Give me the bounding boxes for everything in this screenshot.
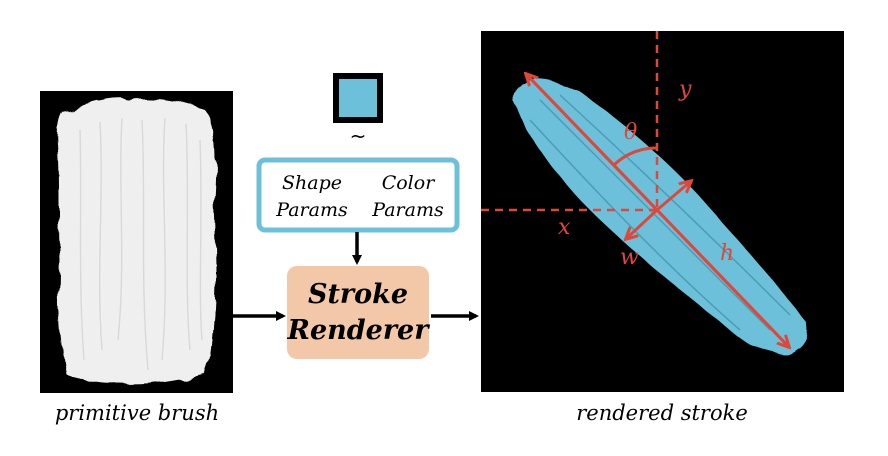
brush-texture [57, 98, 217, 385]
shape-params-line1: Shape [282, 172, 342, 194]
params-box [256, 157, 460, 233]
width-arrow-up [656, 182, 690, 212]
theta-arc [612, 146, 658, 167]
color-swatch [333, 73, 383, 123]
rendered-stroke-panel: y θ x w h [481, 31, 844, 392]
shape-params-line2: Params [275, 199, 348, 221]
brush-streaks [79, 117, 203, 371]
stroke-streaks [529, 94, 791, 331]
renderer-label-line1: Stroke [308, 279, 408, 310]
width-arrow-down [627, 208, 659, 238]
param-theta-label: θ [624, 120, 637, 145]
primitive-brush-panel [40, 91, 233, 393]
primitive-brush-caption: primitive brush [55, 401, 219, 425]
param-x-label: x [558, 215, 571, 240]
renderer-label-line2: Renderer [287, 315, 431, 346]
sample-tilde: ~ [350, 124, 367, 148]
rendered-stroke-caption: rendered stroke [576, 401, 748, 425]
param-w-label: w [620, 245, 639, 270]
param-h-label: h [720, 241, 734, 266]
color-params-line1: Color [382, 172, 436, 194]
param-y-label: y [678, 77, 692, 102]
color-params-line2: Params [371, 199, 444, 221]
stroke-renderer-box [287, 266, 429, 359]
